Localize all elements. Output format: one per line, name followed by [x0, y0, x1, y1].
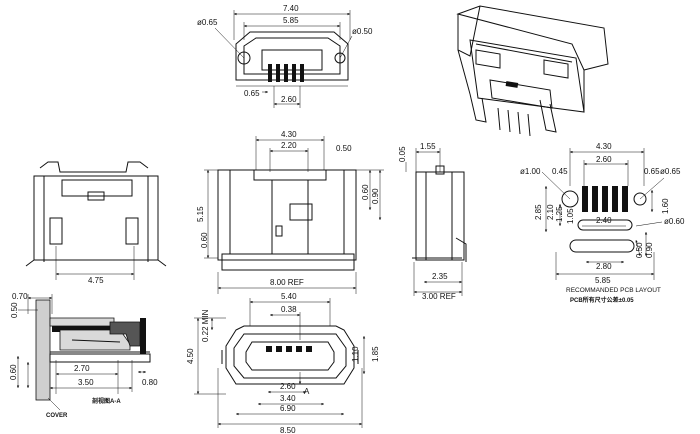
section-d5: 3.50 — [78, 378, 94, 387]
pcb-d105: 1.05 — [566, 208, 575, 224]
left-view: 4.75 — [25, 161, 167, 285]
bottom-pins — [266, 346, 312, 352]
front-pins — [268, 64, 304, 82]
pcb-d240: 2.40 — [596, 216, 612, 225]
section-caption: 剖视图A-A — [92, 397, 121, 405]
pcb-d045: 0.45 — [552, 167, 568, 176]
left-width: 4.75 — [88, 276, 104, 285]
side-view: 0.05 1.55 2.35 3.00 REF — [398, 142, 467, 301]
isometric-view — [456, 5, 609, 137]
pcb-d210: 2.10 — [546, 204, 555, 220]
bottom-overall: 8.50 — [280, 426, 296, 434]
front-view: 7.40 5.85 ø0.65 ø0.50 0.65 2.60 — [197, 4, 373, 108]
top-h1: 5.15 — [196, 206, 205, 222]
top-w3: 0.50 — [336, 144, 352, 153]
front-pin-offset: 0.65 — [244, 89, 260, 98]
pcb-d125: 1.25 — [555, 206, 564, 222]
bottom-d: 0.38 — [281, 305, 297, 314]
pcb-d090: 0.90 — [645, 242, 654, 258]
bottom-h3: 1.10 — [351, 346, 360, 362]
top-view: 4.30 2.20 0.50 5.15 0.60 0.60 0.90 8.00 … — [196, 130, 384, 294]
section-housing — [35, 299, 51, 401]
front-width-overall: 7.40 — [283, 4, 299, 13]
front-hole-right: ø0.50 — [352, 27, 373, 36]
top-h4: 0.90 — [371, 188, 380, 204]
bottom-view: 5.40 0.38 4.50 0.22 MIN 1.10 1.85 A 2.60… — [186, 292, 380, 434]
top-ref: 8.00 REF — [270, 278, 304, 287]
bottom-a: 6.90 — [280, 404, 296, 413]
pcb-hole-right: ø0.65 — [660, 167, 681, 176]
pcb-hole-left: ø1.00 — [520, 167, 541, 176]
section-d2: 0.50 — [10, 302, 19, 318]
pcb-tolerance: PCB所有尺寸公差±0.05 — [570, 296, 634, 304]
section-cover-label: COVER — [46, 413, 68, 419]
side-t1: 0.05 — [398, 146, 407, 162]
bottom-h1: 4.50 — [186, 348, 195, 364]
pcb-layout: 4.30 2.60 ø1.00 0.45 0.65 ø0.65 2.85 2.1… — [520, 142, 685, 304]
top-w1: 4.30 — [281, 130, 297, 139]
section-view: 0.70 0.50 0.60 2.70 3.50 0.80 剖视图A-A COV… — [9, 292, 158, 419]
bottom-b: 3.40 — [280, 394, 296, 403]
side-t2: 1.55 — [420, 142, 436, 151]
bottom-h4: 1.85 — [371, 346, 380, 362]
pcb-hole-060: ø0.60 — [664, 217, 685, 226]
side-ref: 3.00 REF — [422, 292, 456, 301]
front-width-inner: 5.85 — [283, 16, 299, 25]
pcb-title: RECOMMANDED PCB LAYOUT — [566, 287, 661, 294]
front-pin-span: 2.60 — [281, 95, 297, 104]
top-h2: 0.60 — [200, 232, 209, 248]
section-d4: 2.70 — [74, 364, 90, 373]
pcb-d285: 2.85 — [534, 204, 543, 220]
section-d3: 0.60 — [9, 364, 18, 380]
section-d1: 0.70 — [12, 292, 28, 301]
bottom-c: 2.60 — [280, 382, 296, 391]
bottom-h2: 0.22 MIN — [201, 309, 210, 342]
pcb-d280: 2.80 — [596, 262, 612, 271]
pcb-d160: 1.60 — [661, 198, 670, 214]
pcb-w-mid: 2.60 — [596, 155, 612, 164]
section-d6: 0.80 — [142, 378, 158, 387]
top-w2: 2.20 — [281, 141, 297, 150]
pcb-d065: 0.65 — [644, 167, 660, 176]
pcb-pads — [582, 186, 628, 212]
front-hole-left: ø0.65 — [197, 18, 218, 27]
bottom-arrow-a: A — [304, 387, 310, 396]
pcb-d050: 0.50 — [635, 242, 644, 258]
pcb-w-top: 4.30 — [596, 142, 612, 151]
pcb-d585: 5.85 — [595, 276, 611, 285]
side-b1: 2.35 — [432, 272, 448, 281]
bottom-e: 5.40 — [281, 292, 297, 301]
top-h3: 0.60 — [361, 184, 370, 200]
